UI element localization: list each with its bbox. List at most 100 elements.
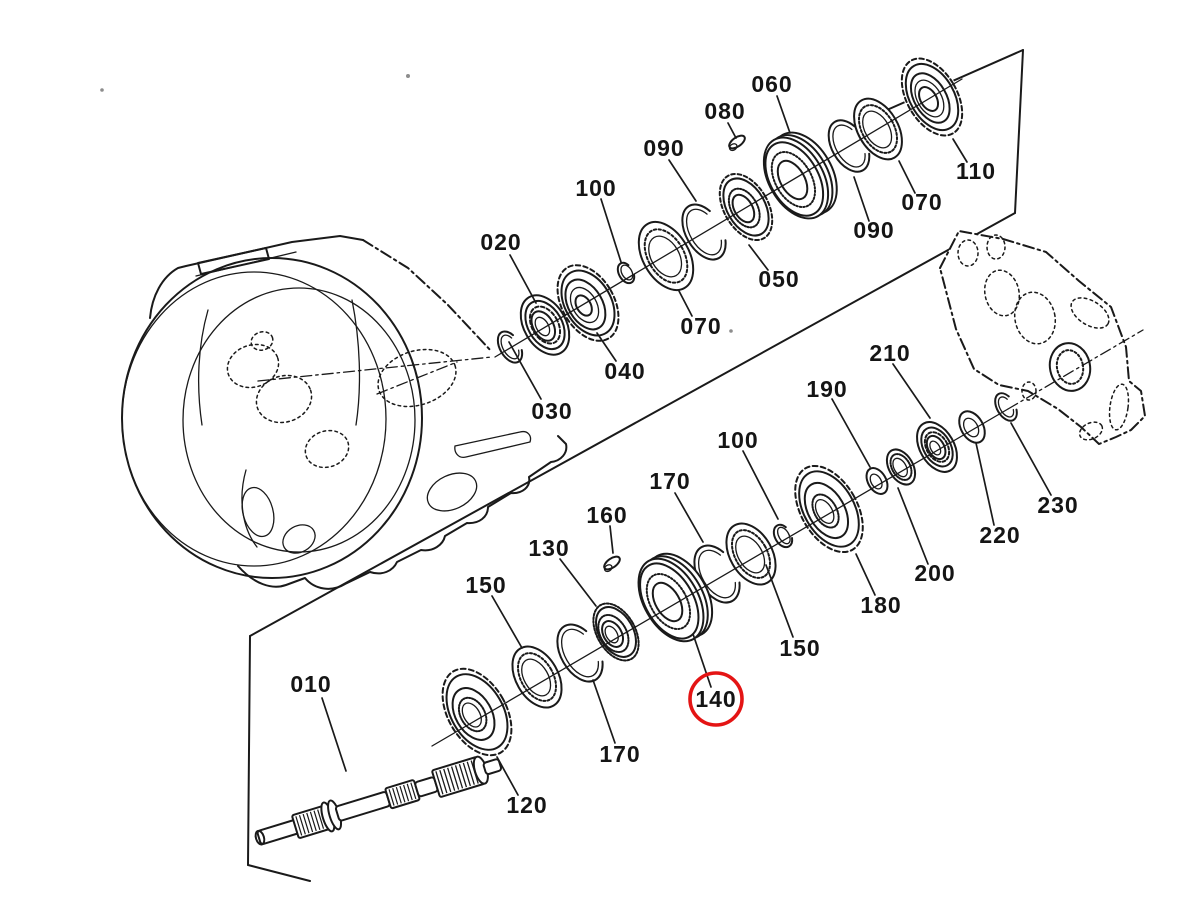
- housing-bore-hole: [304, 429, 350, 469]
- leader-line-100b: [742, 450, 779, 520]
- part-label-070a: 070: [680, 313, 721, 339]
- part-010-shaft: [254, 755, 502, 846]
- leader-line-090a: [668, 159, 697, 202]
- part-140-sleeve: [637, 552, 714, 643]
- leader-line-040: [596, 332, 617, 362]
- part-label-150a: 150: [465, 572, 506, 598]
- part-label-170b: 170: [599, 741, 640, 767]
- part-230-snap-ring: [994, 392, 1018, 422]
- part-210-bearing: [916, 421, 958, 473]
- part-label-010: 010: [290, 671, 331, 697]
- part-label-090b: 090: [853, 217, 894, 243]
- part-label-150b: 150: [779, 635, 820, 661]
- leader-line-010: [321, 697, 347, 772]
- part-020-bearing: [519, 294, 571, 356]
- part-090a-snap-ring: [681, 203, 727, 261]
- leader-line-190: [831, 398, 871, 468]
- highlight-circle-140: [688, 671, 744, 727]
- part-180-gear: [792, 463, 866, 555]
- part-label-100b: 100: [717, 427, 758, 453]
- leader-line-220: [975, 442, 995, 526]
- cover-boss: [1078, 421, 1104, 441]
- cover-hole: [957, 239, 979, 267]
- axis-center-lines: [431, 78, 1144, 747]
- part-label-140: 140: [695, 686, 736, 712]
- leader-line-150a: [491, 595, 523, 649]
- housing-bore-hole: [226, 343, 280, 389]
- part-label-080: 080: [704, 98, 745, 124]
- part-label-100a: 100: [575, 175, 616, 201]
- leader-line-150b: [765, 564, 794, 638]
- leader-line-120: [496, 756, 519, 796]
- part-030-snap-ring: [496, 330, 524, 364]
- part-label-030: 030: [531, 398, 572, 424]
- cover-boss: [1108, 383, 1130, 431]
- leader-line-230: [1010, 422, 1052, 496]
- leader-line-140: [692, 633, 712, 688]
- part-100b-snap-ring: [772, 523, 794, 549]
- leader-line-060: [776, 95, 791, 134]
- leader-line-020: [509, 254, 537, 304]
- leader-line-100a: [600, 198, 622, 263]
- part-220-washer: [958, 410, 986, 444]
- part-label-090a: 090: [643, 135, 684, 161]
- part-label-040: 040: [604, 358, 645, 384]
- leader-line-110: [952, 138, 968, 163]
- leader-line-160: [609, 525, 614, 554]
- cover-hole: [1021, 381, 1037, 401]
- part-130-hub-gear: [591, 600, 641, 664]
- lower-shaft-assembly: [254, 392, 1018, 846]
- part-labels: 010 020 030 040 050 060 070 070 080 090 090 100 100 1…: [290, 71, 1078, 818]
- part-label-050: 050: [758, 266, 799, 292]
- part-label-190: 190: [806, 376, 847, 402]
- end-cover-plate: [939, 230, 1146, 445]
- highlight-layer: [688, 671, 744, 727]
- scan-specks: [100, 74, 733, 333]
- part-label-020: 020: [480, 229, 521, 255]
- housing-bore-hole: [255, 374, 313, 424]
- leader-line-070b: [898, 160, 916, 194]
- leader-line-170a: [674, 492, 704, 543]
- gearbox-housing: [121, 235, 568, 590]
- part-label-220: 220: [979, 522, 1020, 548]
- part-label-060: 060: [751, 71, 792, 97]
- part-100a-snap-ring: [616, 261, 636, 285]
- leader-lines: [321, 95, 1052, 796]
- leader-line-080: [727, 122, 737, 139]
- part-190-washer: [865, 467, 889, 495]
- leader-line-090b: [853, 176, 870, 222]
- leader-line-170b: [592, 679, 616, 744]
- cover-hole: [983, 269, 1021, 317]
- part-label-070b: 070: [901, 189, 942, 215]
- part-label-110: 110: [956, 158, 996, 184]
- leader-line-210: [892, 363, 931, 419]
- part-040-gear: [555, 262, 621, 344]
- part-080-key: [728, 134, 746, 152]
- cover-bearing-bore: [1048, 342, 1092, 392]
- leader-line-030: [508, 341, 542, 400]
- leader-line-180: [855, 553, 876, 596]
- leader-line-130: [559, 558, 597, 607]
- cover-hole: [986, 234, 1006, 260]
- cover-hole: [1070, 297, 1110, 329]
- part-label-230: 230: [1037, 492, 1078, 518]
- part-150b-synchro-ring: [725, 522, 777, 586]
- leader-line-050: [748, 244, 769, 271]
- part-label-180: 180: [860, 592, 901, 618]
- part-070a-synchro-ring: [637, 220, 695, 292]
- part-150a-synchro-ring: [511, 645, 563, 709]
- part-120-gear: [440, 666, 514, 758]
- part-170b-snap-ring: [556, 623, 604, 683]
- cover-hole: [1013, 291, 1057, 345]
- part-label-170a: 170: [649, 468, 690, 494]
- part-label-130: 130: [528, 535, 569, 561]
- housing-bore-hole: [377, 348, 457, 408]
- part-label-210: 210: [869, 340, 910, 366]
- leader-line-200: [897, 487, 929, 565]
- part-160-key: [603, 555, 621, 573]
- part-label-160: 160: [586, 502, 627, 528]
- part-label-200: 200: [914, 560, 955, 586]
- leader-line-070a: [678, 290, 693, 317]
